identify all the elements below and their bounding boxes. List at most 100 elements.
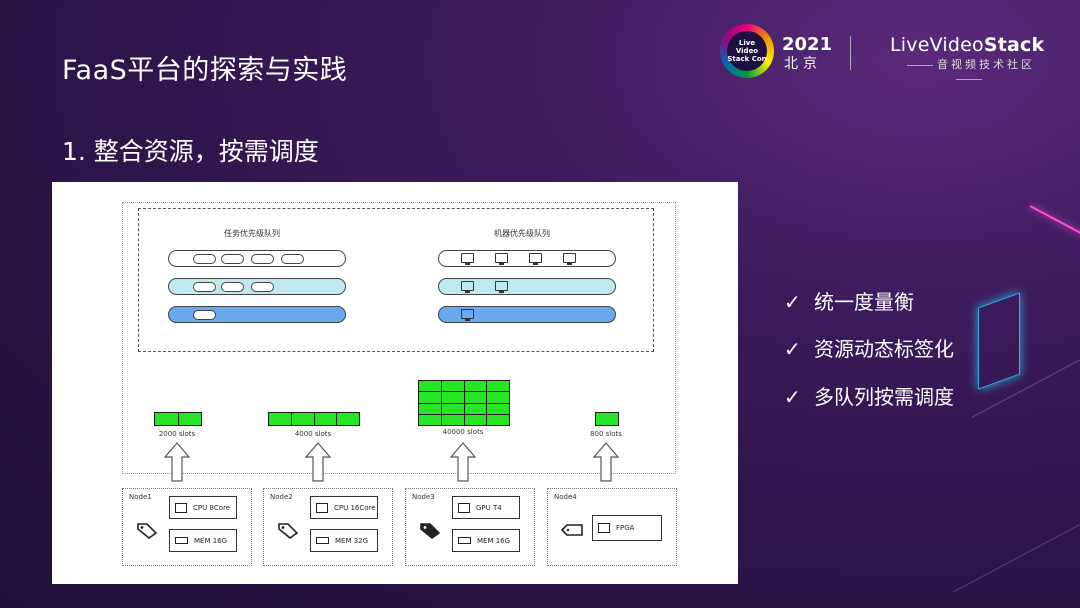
event-city: 北京: [784, 56, 822, 72]
slot-cell: [487, 381, 509, 392]
slot-grid-node3: [418, 380, 510, 426]
queues-box: [138, 208, 654, 352]
brand-bold: Stack: [983, 34, 1045, 56]
slot-cell: [155, 413, 178, 425]
resource-label: FPGA: [616, 524, 635, 532]
task-queue-low: [168, 306, 346, 323]
task-queue-label: 任务优先级队列: [224, 229, 280, 238]
brand-tagline-text: 音视频技术社区: [937, 58, 1035, 71]
memory-icon: [316, 537, 329, 544]
task-item: [193, 310, 216, 320]
slot-label-node2: 4000 slots: [294, 430, 332, 438]
resource-label: GPU T4: [476, 503, 502, 512]
check-icon: ✓: [784, 337, 801, 361]
task-item: [193, 254, 216, 264]
slot-label-node1: 2000 slots: [158, 430, 196, 438]
node-card-3: Node3 GPU T4 MEM 16G: [405, 488, 535, 566]
slot-cell: [464, 381, 487, 392]
architecture-diagram: 任务优先级队列 机器优先级队列 2000 slots 4000 slots 40…: [52, 182, 738, 584]
memory-icon: [458, 537, 471, 544]
slot-cell: [441, 403, 464, 414]
tag-outline-icon: [278, 523, 299, 539]
cube-decoration: [978, 292, 1020, 390]
task-item: [193, 282, 216, 292]
slot-cell: [291, 413, 314, 425]
slot-cell: [487, 403, 509, 414]
check-icon: ✓: [784, 290, 801, 314]
machine-queue-mid: [438, 278, 616, 295]
resource-cpu: CPU 8Core: [169, 496, 237, 519]
brand-tagline: 音视频技术社区: [888, 56, 1050, 85]
resource-label: CPU 8Core: [193, 503, 231, 512]
slot-cell: [178, 413, 201, 425]
slot-cell: [441, 414, 464, 425]
resource-label: CPU 16Core: [334, 503, 376, 512]
slot-cell: [419, 381, 441, 392]
monitor-icon: [461, 309, 474, 321]
node-name: Node3: [412, 493, 435, 501]
slot-grid-node1: [154, 412, 202, 426]
node-name: Node4: [554, 493, 577, 501]
chip-icon: [598, 523, 610, 533]
task-queue-high: [168, 250, 346, 267]
resource-cpu: CPU 16Core: [310, 496, 378, 519]
bullet-text: 多队列按需调度: [814, 385, 954, 409]
livevideostackcon-logo: Live Video Stack Con: [720, 24, 774, 78]
node-card-4: Node4 FPGA: [547, 488, 677, 566]
resource-gpu: GPU T4: [452, 496, 520, 519]
slot-cell: [441, 392, 464, 403]
monitor-icon: [495, 281, 508, 293]
scheduler-box: [122, 202, 676, 474]
chip-icon: [316, 502, 328, 513]
logo-line2: Stack Con: [727, 55, 767, 63]
bullet-item: ✓ 资源动态标签化: [784, 333, 954, 362]
task-queue-mid: [168, 278, 346, 295]
bullet-item: ✓ 统一度量衡: [784, 286, 914, 315]
up-arrow-icon: [164, 442, 190, 482]
resource-mem: MEM 16G: [169, 529, 237, 552]
resource-label: MEM 32G: [335, 536, 369, 545]
monitor-icon: [461, 253, 474, 265]
node-card-2: Node2 CPU 16Core MEM 32G: [263, 488, 393, 566]
resource-fpga: FPGA: [592, 515, 662, 541]
slot-cell: [419, 414, 441, 425]
brand-prefix: LiveVideo: [890, 34, 984, 56]
slot-cell: [464, 392, 487, 403]
label-tag-icon: [560, 524, 583, 536]
slot-cell: [464, 414, 487, 425]
event-year: 2021: [782, 34, 833, 55]
node-name: Node1: [129, 493, 152, 501]
task-item: [281, 254, 304, 264]
bullet-text: 资源动态标签化: [814, 337, 954, 361]
slot-cell: [419, 392, 441, 403]
task-item: [251, 254, 274, 264]
task-item: [251, 282, 274, 292]
slot-cell: [464, 403, 487, 414]
up-arrow-icon: [450, 442, 476, 482]
node-name: Node2: [270, 493, 293, 501]
bullet-item: ✓ 多队列按需调度: [784, 381, 954, 410]
up-arrow-icon: [593, 442, 619, 482]
slot-cell: [487, 414, 509, 425]
machine-queue-high: [438, 250, 616, 267]
tag-outline-icon: [137, 523, 158, 539]
slot-cell: [269, 413, 291, 425]
neon-line-decoration: [1029, 205, 1080, 245]
chip-icon: [458, 502, 470, 513]
slot-cell: [441, 381, 464, 392]
slot-cell: [314, 413, 337, 425]
slot-label-node4: 800 slots: [590, 430, 622, 438]
monitor-icon: [461, 281, 474, 293]
check-icon: ✓: [784, 385, 801, 409]
brand-name: LiveVideoStack: [890, 34, 1044, 56]
chip-icon: [175, 502, 187, 513]
slot-grid-node4: [595, 412, 619, 426]
slot-cell: [419, 403, 441, 414]
up-arrow-icon: [305, 442, 331, 482]
task-item: [221, 254, 244, 264]
bullet-text: 统一度量衡: [814, 290, 914, 314]
monitor-icon: [563, 253, 576, 265]
monitor-icon: [495, 253, 508, 265]
resource-label: MEM 16G: [194, 536, 228, 545]
beam-decoration: [952, 488, 1080, 593]
